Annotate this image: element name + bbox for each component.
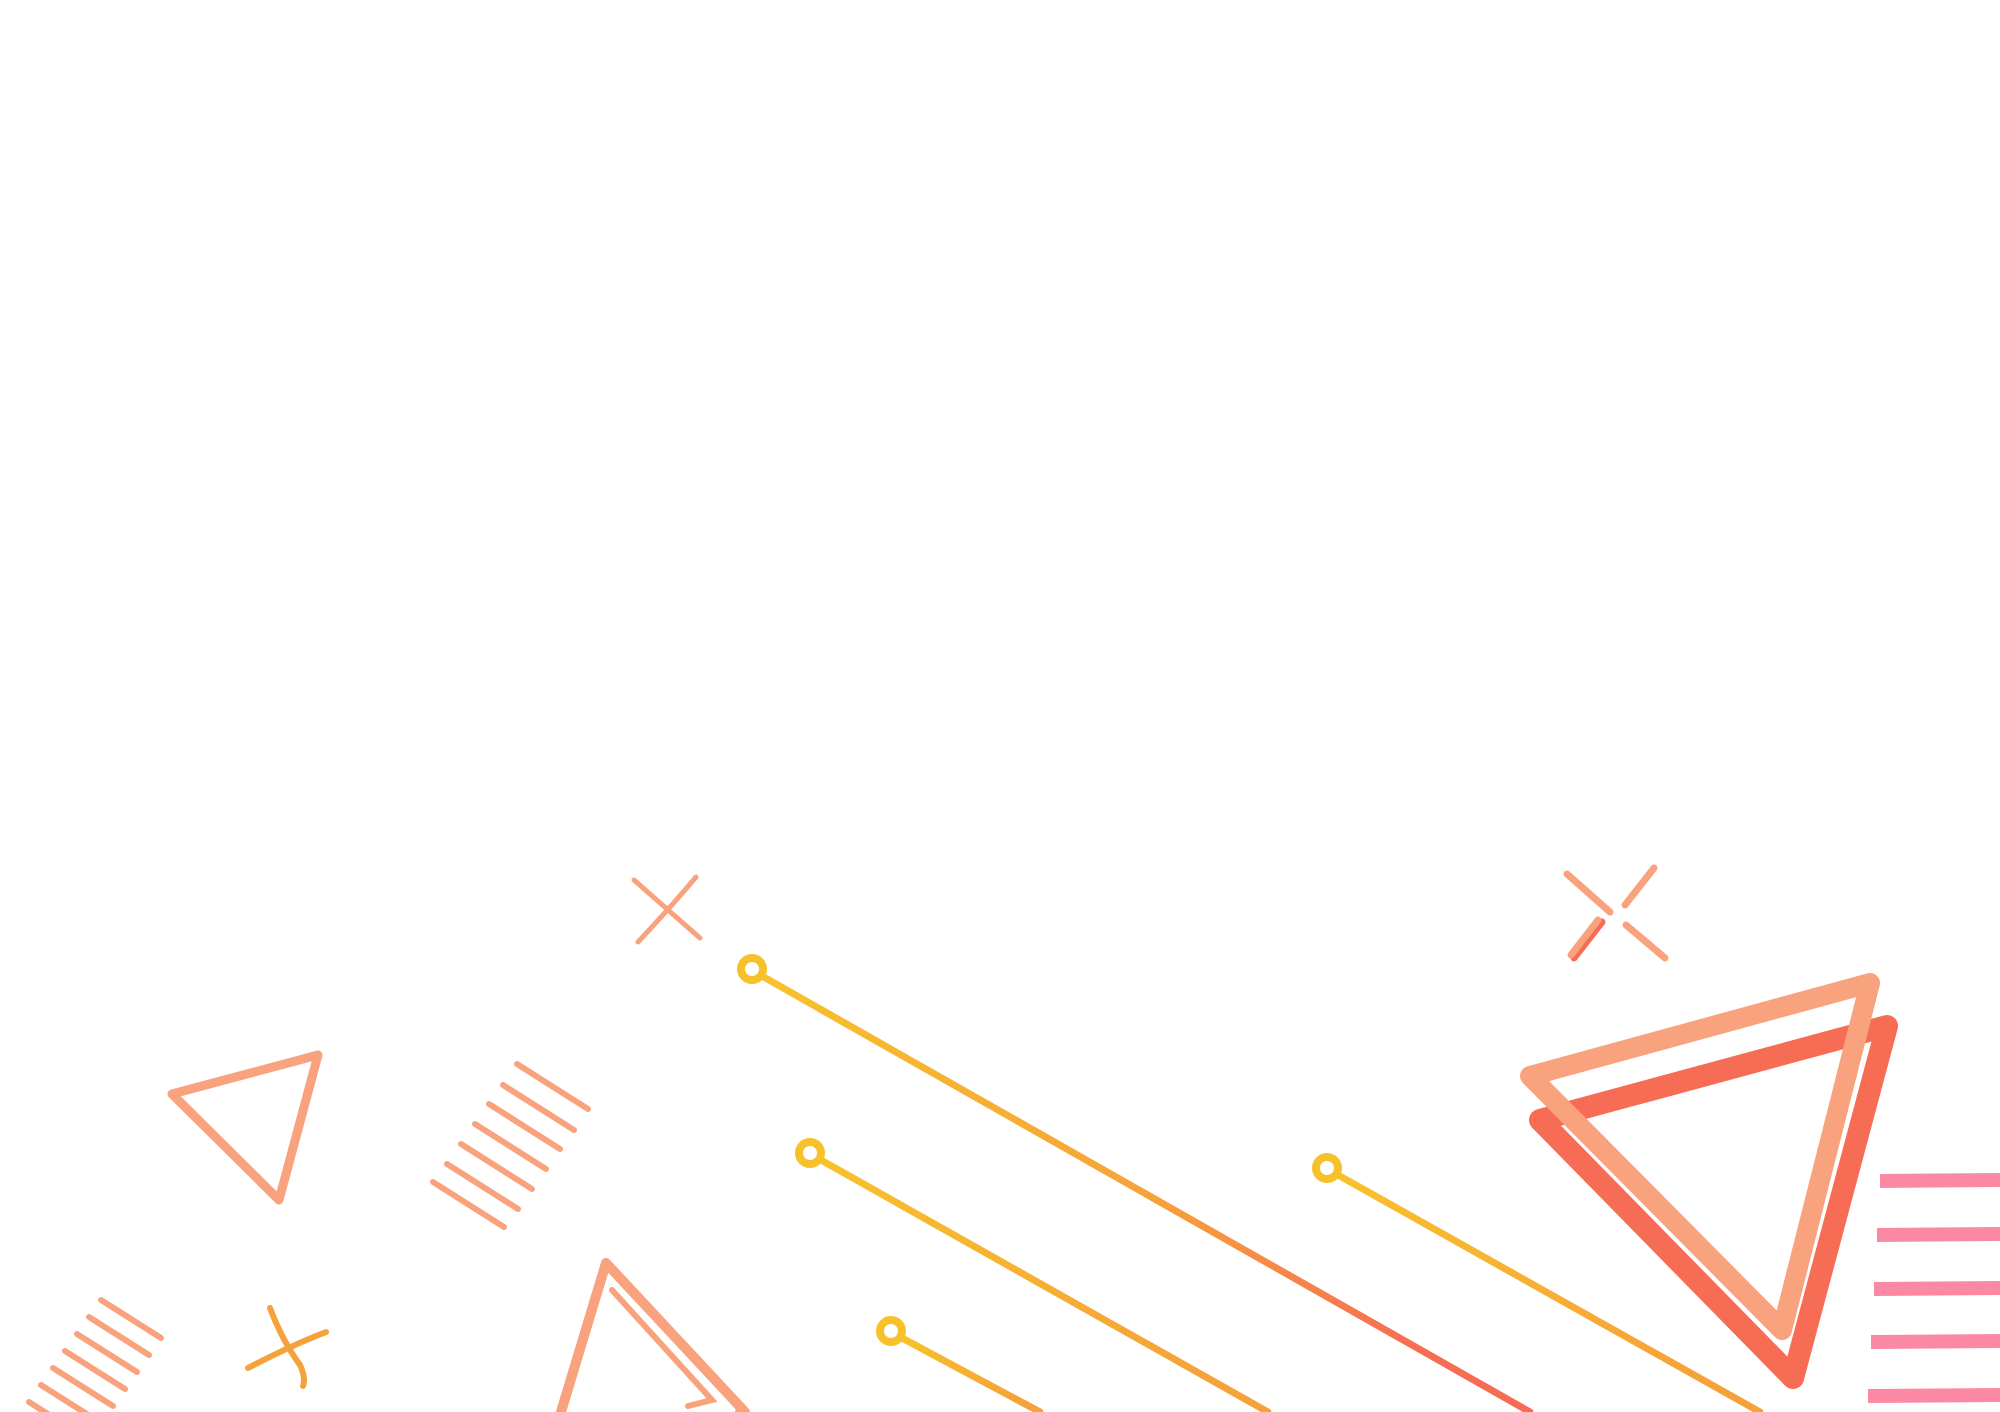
sparkle-icon xyxy=(245,1305,329,1389)
sparkle-icon xyxy=(1563,864,1669,962)
hatch-lines-icon xyxy=(430,1061,591,1230)
hatch-lines-icon xyxy=(26,1297,164,1412)
pin-line-icon xyxy=(1312,1153,1764,1412)
triangle-outline-icon xyxy=(556,1258,750,1412)
triangle-outline-icon xyxy=(167,1050,323,1205)
pin-line-icon xyxy=(737,954,1534,1412)
pin-line-icon xyxy=(876,1316,1044,1412)
sparkle-icon xyxy=(631,874,703,945)
stripe-lines-icon xyxy=(1867,1173,2000,1403)
triangle-inner-edge xyxy=(609,1287,718,1409)
triangle-outline-icon xyxy=(1520,973,1898,1389)
pin-line-icon xyxy=(795,1138,1272,1412)
